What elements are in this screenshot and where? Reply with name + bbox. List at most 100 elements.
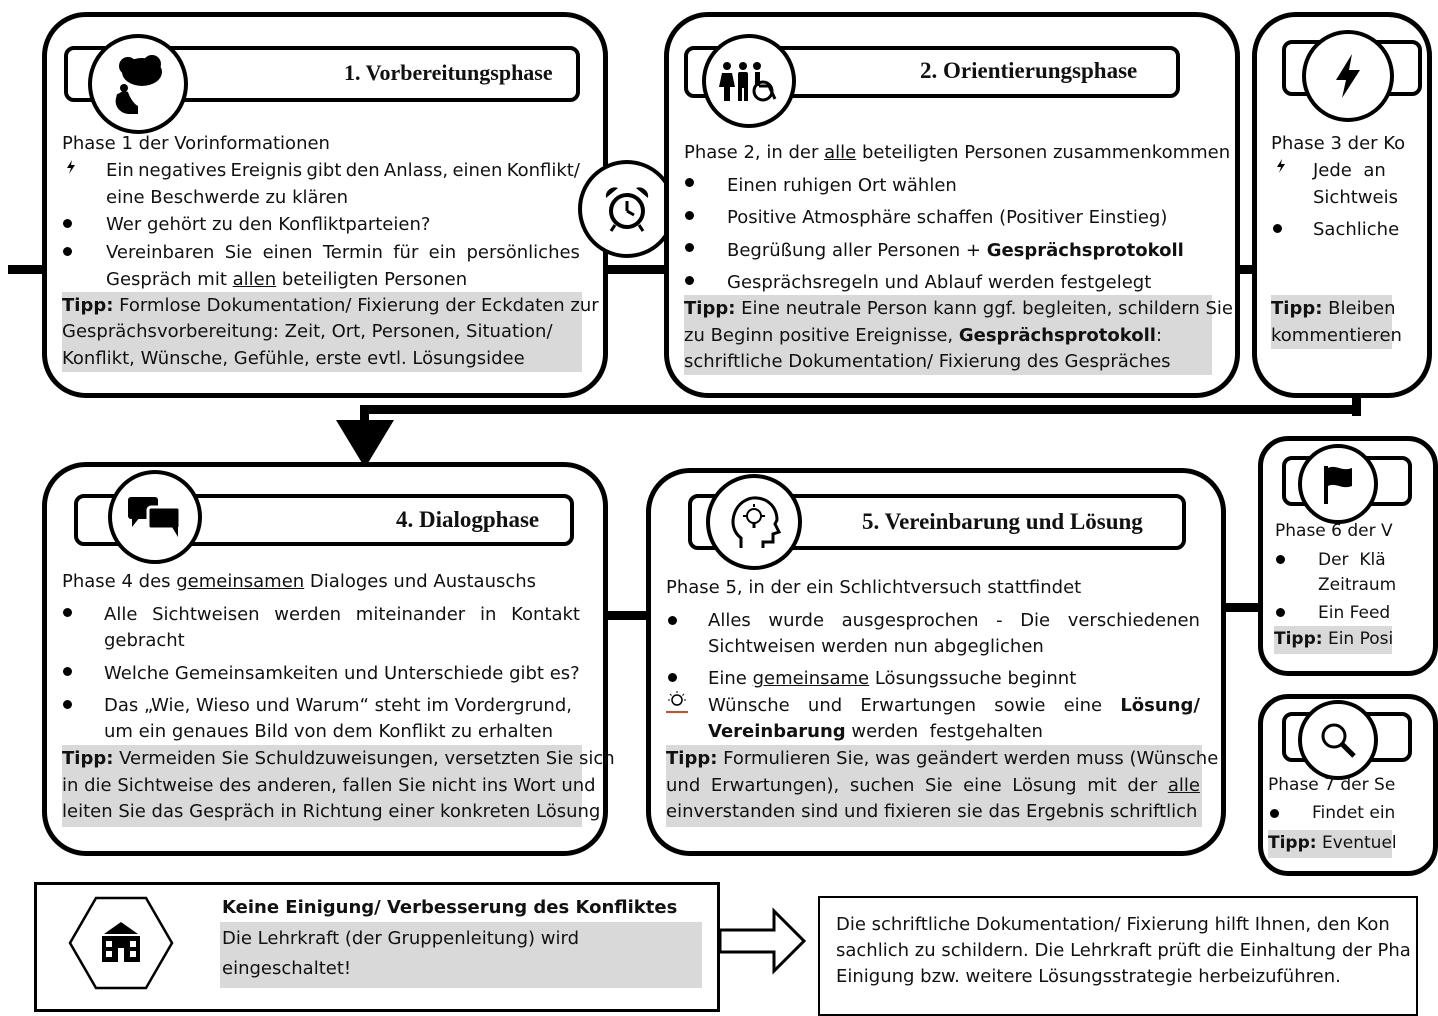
- phase-4-title: 4. Dialogphase: [396, 507, 540, 532]
- bullet-dot: [63, 700, 72, 709]
- bullet-dot: [685, 178, 694, 187]
- flag-icon: [1324, 466, 1352, 504]
- bullet-dot: [685, 276, 694, 285]
- bullet-dot: [685, 243, 694, 252]
- escalation-highlight: [220, 922, 702, 988]
- phase-6-tip-box: [1274, 626, 1392, 654]
- note-line-2: sachlich zu schildern. Die Lehrkraft prü…: [836, 940, 1411, 961]
- connector-5-6: [1222, 603, 1262, 612]
- bullet-dot: [1276, 555, 1285, 564]
- phase-7-icon-circle: [1298, 700, 1378, 780]
- phase-2-tip-line-1: Tipp: Eine neutrale Person kann ggf. beg…: [684, 298, 1233, 319]
- escalation-line-2: eingeschaltet!: [222, 958, 352, 979]
- phase-7-tip-box: [1268, 830, 1392, 858]
- school-icon: [102, 922, 140, 962]
- phase-2-title: 2. Orientierungsphase: [920, 58, 1138, 83]
- escalation-title: Keine Einigung/ Verbesserung des Konflik…: [222, 897, 678, 918]
- escalation-line-1: Die Lehrkraft (der Gruppenleitung) wird: [222, 928, 579, 949]
- school-icon-hexagon: [68, 896, 174, 990]
- phase-3-tip-line-1: Tipp: Bleiben: [1271, 298, 1396, 319]
- lightning-icon: [1336, 54, 1360, 98]
- connector-2-3: [1236, 265, 1256, 274]
- phase-4-bullet-2: Welche Gemeinsamkeiten und Unterschiede …: [104, 663, 580, 684]
- phase-2-tip-line-3: schriftliche Dokumentation/ Fixierung de…: [684, 351, 1171, 372]
- phase-7-tip-line-1: Tipp: Eventuel: [1268, 833, 1397, 853]
- phase-2-bullet-1: Einen ruhigen Ort wählen: [727, 175, 957, 196]
- bullet-dot: [63, 608, 72, 617]
- thought-bubble-icon: [115, 55, 162, 114]
- phase-2-intro: Phase 2, in der alle beteiligten Persone…: [684, 142, 1231, 163]
- note-line-3: Einigung bzw. weitere Lösungsstrategie h…: [836, 966, 1341, 987]
- phase-4-bullet-3-line-1: Das „Wie, Wieso und Warum“ steht im Vord…: [104, 695, 572, 716]
- phase-1-tip-line-1: Tipp: Formlose Dokumentation/ Fixierung …: [62, 295, 599, 316]
- bullet-dot: [63, 247, 72, 256]
- phase-1-bullet-3-line-2: Gespräch mit allen beteiligten Personen: [106, 269, 468, 290]
- phase-6-tip-line-1: Tipp: Ein Posi: [1274, 629, 1394, 649]
- phase-5-bullet-2: Eine gemeinsame Lösungssuche beginnt: [708, 668, 1077, 689]
- phase-4-tip-box: [62, 745, 582, 827]
- phase-5-bullet-1-line-2: Sichtweisen werden nun abgeglichen: [708, 636, 1044, 657]
- phase-4-tip-line-3: leiten Sie das Gespräch in Richtung eine…: [62, 801, 601, 822]
- phase-5-tip-line-3: einverstanden sind und fixieren sie das …: [666, 801, 1198, 822]
- alarm-clock-icon: [605, 187, 649, 232]
- bullet-dot: [63, 219, 72, 228]
- bullet-dot: [1273, 224, 1282, 233]
- phase-4-bullet-1-line-2: gebracht: [104, 630, 185, 651]
- phase-4-intro: Phase 4 des gemeinsamen Dialoges und Aus…: [62, 571, 537, 592]
- lightning-bullet-icon: [67, 160, 75, 174]
- phase-7-bullet-1: Findet ein: [1312, 803, 1396, 823]
- people-icon: [719, 62, 777, 102]
- connector-1-2: [604, 265, 666, 274]
- phase-2-bullet-3: Begrüßung aller Personen + Gesprächsprot…: [727, 240, 1184, 261]
- phase-3-tip-box: [1271, 295, 1392, 349]
- phase-5-title: 5. Vereinbarung und Lösung: [862, 509, 1143, 534]
- phase-1-intro: Phase 1 der Vorinformationen: [62, 133, 330, 154]
- return-line-vertical-left: [360, 405, 369, 425]
- connector-left: [8, 265, 44, 274]
- phase-5-tip-line-1: Tipp: Formulieren Sie, was geändert werd…: [666, 748, 1219, 769]
- phase-1-title: 1. Vorbereitungsphase: [344, 60, 553, 85]
- note-box: [818, 896, 1418, 1016]
- bullet-dot: [685, 211, 694, 220]
- alarm-clock-circle: [578, 160, 676, 258]
- magnifier-icon: [1321, 723, 1356, 758]
- escalation-arrow: [718, 907, 807, 975]
- phase-4-icon-circle: [108, 470, 202, 564]
- phase-1-bullet-2: Wer gehört zu den Konfliktparteien?: [106, 214, 431, 235]
- phase-3-bullet-1-line-2: Sichtweis: [1313, 187, 1398, 208]
- lightbulb-bullet-icon: [666, 691, 688, 713]
- bullet-dot: [668, 673, 677, 682]
- phase-6-bullet-1-line-1: Der Klä: [1318, 550, 1386, 570]
- phase-5-bullet-3-line-2: Vereinbarung werden festgehalten: [708, 721, 1043, 742]
- bullet-dot: [1270, 809, 1279, 818]
- lightbulb-head-icon: [731, 496, 782, 548]
- phase-2-bullet-4: Gesprächsregeln und Ablauf werden festge…: [727, 272, 1152, 293]
- phase-7-intro: Phase 7 der Se: [1268, 775, 1396, 795]
- phase-6-bullet-1-line-2: Zeitraum: [1318, 575, 1397, 595]
- speech-bubbles-icon: [128, 497, 182, 537]
- phase-1-tip-line-3: Konflikt, Wünsche, Gefühle, erste evtl. …: [62, 348, 525, 369]
- phase-4-tip-line-1: Tipp: Vermeiden Sie Schuldzuweisungen, v…: [62, 748, 615, 769]
- phase-3-bullet-1-line-1: Jede an: [1313, 160, 1386, 181]
- phase-1-icon-circle: [88, 34, 188, 134]
- phase-1-tip-box: [62, 292, 582, 372]
- return-arrow-head: [336, 420, 394, 468]
- phase-3-icon-circle: [1302, 30, 1394, 122]
- connector-4-5: [604, 611, 648, 620]
- phase-5-intro: Phase 5, in der ein Schlichtversuch stat…: [666, 577, 1082, 598]
- phase-6-intro: Phase 6 der V: [1275, 521, 1393, 541]
- bullet-dot: [1276, 608, 1285, 617]
- phase-6-icon-circle: [1298, 444, 1378, 524]
- phase-4-bullet-3-line-2: um ein genaues Bild von dem Konflikt zu …: [104, 721, 554, 742]
- bullet-dot: [63, 667, 72, 676]
- phase-2-icon-circle: [702, 34, 796, 128]
- phase-1-bullet-1-line-2: eine Beschwerde zu klären: [106, 187, 349, 208]
- lightning-bullet-icon: [1277, 159, 1285, 173]
- phase-2-tip-box: [684, 295, 1212, 375]
- note-line-1: Die schriftliche Dokumentation/ Fixierun…: [836, 914, 1390, 935]
